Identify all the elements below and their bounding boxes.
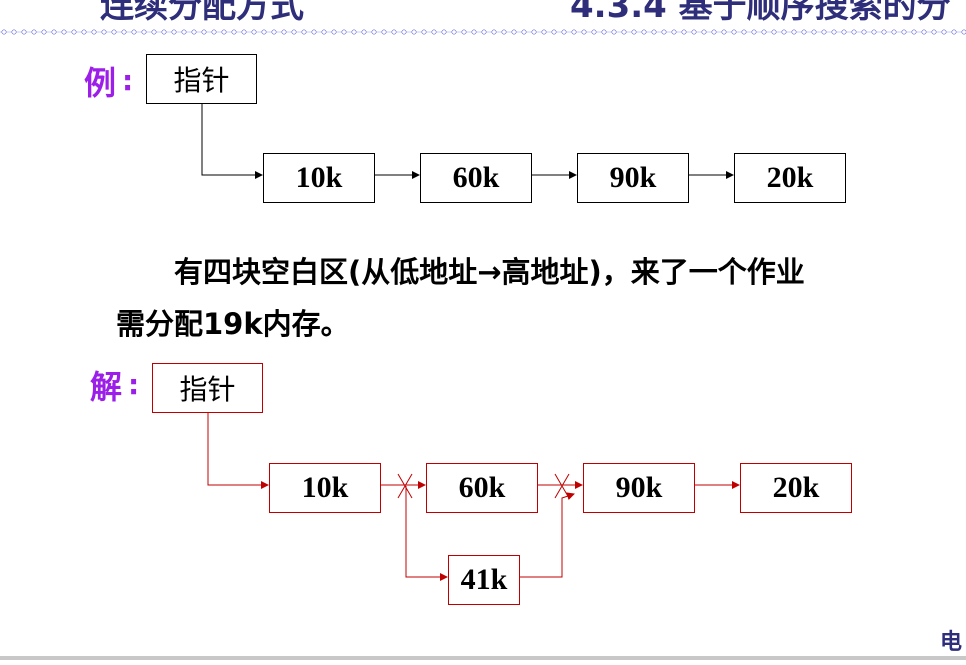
solution-block-4: 20k [740, 463, 852, 513]
slide-title: 连续分配方式 [100, 0, 304, 26]
solution-new-block: 41k [448, 555, 520, 605]
section-title: 4.3.4 基于顺序搜索的分 [570, 0, 951, 26]
example-pointer-box: 指针 [146, 54, 257, 104]
solution-pointer-box: 指针 [152, 363, 263, 413]
bottom-divider [0, 656, 966, 660]
problem-line-2: 需分配19k内存。 [116, 307, 350, 341]
cross-mark-1b [397, 473, 413, 499]
decorative-divider [0, 28, 966, 36]
solution-label: 解 [90, 368, 123, 406]
redirect-to-41k [405, 486, 448, 581]
example-pointer-arrow [201, 104, 263, 179]
solution-block-1: 10k [269, 463, 381, 513]
example-block-2: 60k [420, 153, 532, 203]
solution-pointer-arrow [207, 413, 269, 489]
example-block-1: 10k [263, 153, 375, 203]
example-block-3: 90k [577, 153, 689, 203]
solution-colon: : [128, 368, 140, 401]
solution-block-3: 90k [583, 463, 695, 513]
redirect-from-41k [520, 492, 575, 578]
example-colon: : [122, 64, 134, 97]
problem-statement: 有四块空白区(从低地址→高地址)，来了一个作业 需分配19k内存。 [116, 246, 936, 350]
footer-text: 电 [939, 630, 962, 655]
solution-block-2: 60k [426, 463, 538, 513]
example-label: 例 [84, 64, 117, 102]
solution-connectors [207, 413, 740, 581]
example-connectors [201, 104, 734, 179]
example-block-4: 20k [734, 153, 846, 203]
cross-mark-2b [554, 473, 570, 499]
problem-line-1: 有四块空白区(从低地址→高地址)，来了一个作业 [174, 255, 805, 289]
